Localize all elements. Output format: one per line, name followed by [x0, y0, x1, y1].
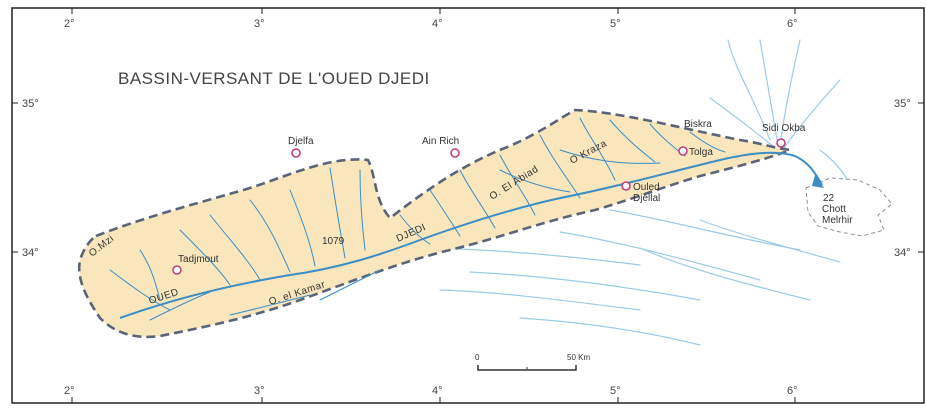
longitude-ticks-bottom: 2° 3° 4° 5° 6° [64, 385, 798, 403]
scale-bar: 0 50 Km [475, 353, 590, 371]
ain-rich-marker-icon [450, 148, 460, 158]
longitude-tick: 4° [432, 18, 443, 30]
latitude-tick: 34° [22, 247, 39, 259]
chott-melrhir-line1: Chott [822, 204, 846, 215]
latitude-ticks: 35° 34° 35° 34° [12, 98, 924, 259]
place-sidi-okba: Sidi Okba [762, 123, 806, 134]
map-title: BASSIN-VERSANT DE L'OUED DJEDI [118, 69, 430, 88]
scale-max: 50 Km [567, 353, 590, 362]
place-ouled-djellal-line1: Ouled [633, 182, 660, 193]
place-tadjmout: Tadjmout [178, 254, 219, 265]
place-markers [172, 138, 786, 275]
djelfa-marker-icon [291, 148, 301, 158]
longitude-tick: 5° [610, 385, 621, 397]
longitude-tick: 2° [64, 18, 75, 30]
latitude-tick: 34° [894, 247, 911, 259]
scale-zero: 0 [475, 353, 480, 362]
tolga-marker-icon [678, 146, 688, 156]
place-ain-rich: Ain Rich [422, 136, 459, 147]
river-outflow-arrow-icon [812, 175, 824, 188]
longitude-tick: 3° [254, 18, 265, 30]
sidi-okba-marker-icon [776, 138, 786, 148]
tributaries [109, 117, 726, 321]
longitude-tick: 3° [254, 385, 265, 397]
chott-melrhir-outline [805, 177, 893, 237]
tadjmout-marker-icon [172, 265, 182, 275]
place-djelfa: Djelfa [288, 136, 314, 147]
longitude-ticks-top: 2° 3° 4° 5° 6° [64, 8, 798, 30]
longitude-tick: 6° [787, 385, 798, 397]
longitude-tick: 2° [64, 385, 75, 397]
longitude-tick: 5° [610, 18, 621, 30]
latitude-tick: 35° [894, 98, 911, 110]
elevation-label: 1079 [322, 236, 345, 247]
chott-melrhir-line2: Melrhir [822, 215, 853, 226]
longitude-tick: 6° [787, 18, 798, 30]
ouled-djellal-marker-icon [621, 181, 631, 191]
place-tolga: Tolga [689, 147, 713, 158]
place-ouled-djellal-line2: Djellal [633, 193, 660, 204]
place-biskra: Biskra [684, 119, 712, 130]
oued-djedi-main-river [119, 151, 823, 319]
latitude-tick: 35° [22, 98, 39, 110]
chott-melrhir-number: 22 [823, 193, 835, 204]
longitude-tick: 4° [432, 385, 443, 397]
